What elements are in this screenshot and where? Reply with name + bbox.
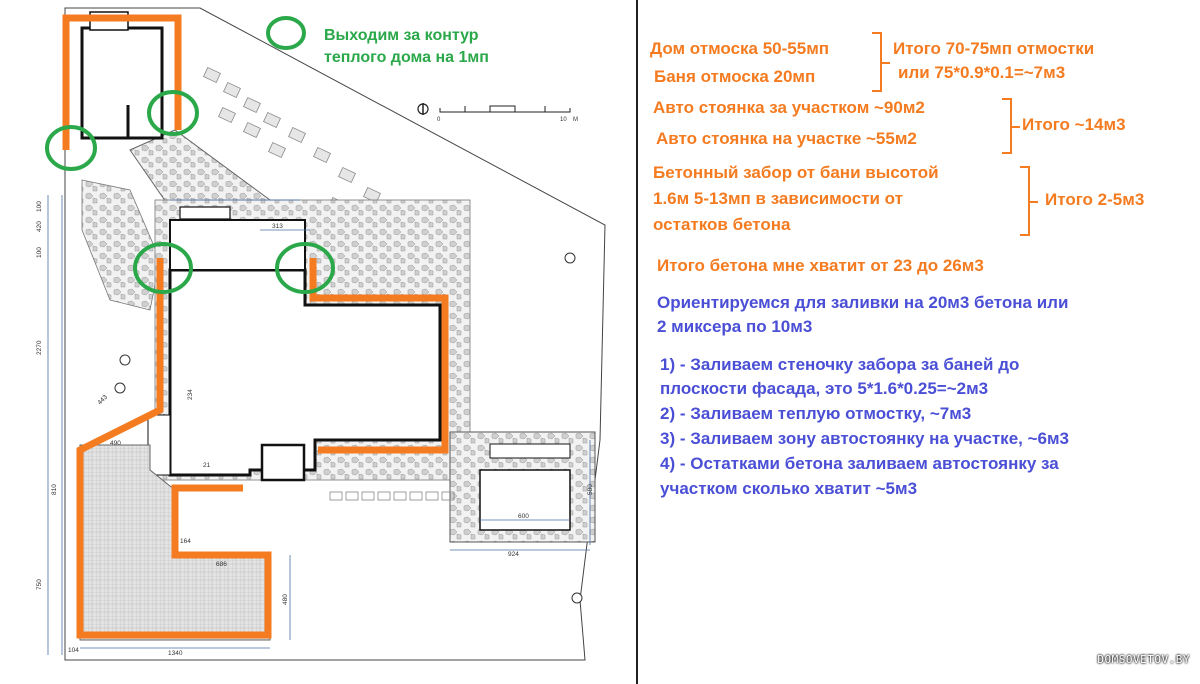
watermark: DOMSOVETOV.BY: [1097, 653, 1190, 666]
note-plan-2: 2 миксера по 10м3: [657, 317, 813, 336]
house-stairs: [147, 414, 171, 476]
dim-1340: 1340: [168, 650, 183, 657]
scale-bar: 0 10 M: [417, 103, 578, 123]
dim-443: 443: [96, 394, 109, 407]
annex-feature: [489, 443, 571, 459]
scale-end: 10: [560, 117, 567, 123]
note-house-blind-area: Дом отмоска 50-55мп: [650, 39, 830, 58]
dimension-texts: 100 420 100 2270 443 490 810 750 164 134…: [36, 201, 594, 657]
brace-blind: [872, 32, 890, 92]
green-markers: [45, 16, 335, 294]
note-fence-1: Бетонный забор от бани высотой: [653, 163, 939, 182]
blind-area-bath: [62, 14, 182, 150]
dashed-pavers: [329, 491, 455, 501]
dim-420: 420: [36, 221, 43, 232]
dim-580: 580: [587, 484, 594, 495]
note-parking-total: Итого ~14м3: [1022, 115, 1126, 134]
note-concrete-total: Итого бетона мне хватит от 23 до 26м3: [657, 256, 984, 275]
note-step2: 2) - Заливаем теплую отмостку, ~7м3: [660, 404, 972, 423]
note-step1-a: 1) - Заливаем стеночку забора за баней д…: [660, 355, 1020, 374]
legend-green-circle: [266, 16, 306, 50]
brace-parking: [1002, 98, 1020, 154]
site-markers: [114, 252, 583, 604]
dim-21: 21: [203, 462, 211, 469]
scale-unit: M: [573, 117, 578, 123]
note-fence-2: 1.6м 5-13мп в зависимости от: [653, 189, 903, 208]
green-note-line2: теплого дома на 1мп: [324, 49, 489, 66]
blind-area-house: [76, 258, 272, 639]
note-fence-total: Итого 2-5м3: [1045, 190, 1145, 209]
note-blind-total-2: или 75*0.9*0.1=~7м3: [898, 63, 1066, 82]
paving-left-strip: [81, 179, 161, 311]
note-bath-blind-area: Баня отмоска 20мп: [654, 67, 816, 86]
dim-2270: 2270: [36, 340, 43, 355]
house-veranda: [169, 219, 306, 271]
dim-490: 490: [110, 440, 121, 447]
dim-600: 600: [518, 513, 529, 520]
brace-fence: [1020, 166, 1038, 236]
blind-area-house-right: [309, 258, 449, 454]
note-plan-1: Ориентируемся для заливки на 20м3 бетона…: [657, 293, 1069, 312]
house-inner-block: [260, 443, 306, 482]
dim-100-b: 100: [36, 247, 43, 258]
green-note-line1: Выходим за контур: [324, 27, 479, 44]
site-plan: 100 420 100 2270 443 490 810 750 164 134…: [36, 0, 638, 684]
note-fence-3: остатков бетона: [653, 215, 791, 234]
note-parking-inside: Авто стоянка на участке ~55м2: [656, 129, 917, 148]
bath-wall-inner: [126, 105, 162, 140]
dim-810: 810: [51, 484, 58, 495]
dim-313: 313: [272, 223, 283, 230]
note-parking-outside: Авто стоянка за участком ~90м2: [653, 98, 925, 117]
dim-686: 686: [216, 561, 227, 568]
dim-924: 924: [508, 551, 519, 558]
annex-building: [479, 469, 571, 531]
note-blind-total-1: Итого 70-75мп отмостки: [893, 39, 1095, 58]
scale-start: 0: [437, 117, 441, 123]
dim-480: 480: [282, 594, 289, 605]
note-step3: 3) - Заливаем зону автостоянку на участк…: [660, 429, 1070, 448]
note-step1-b: плоскости фасада, это 5*1.6*0.25=~2м3: [660, 379, 989, 398]
dim-104: 104: [68, 647, 79, 654]
note-step4-b: участком сколько хватит ~5м3: [660, 479, 918, 498]
note-step4-a: 4) - Остатками бетона заливаем автостоян…: [660, 454, 1059, 473]
dim-750: 750: [36, 579, 43, 590]
entry-steps: [179, 206, 231, 220]
dimension-lines: [47, 195, 591, 655]
dim-164: 164: [180, 538, 191, 545]
dim-234: 234: [187, 389, 194, 400]
dim-100-a: 100: [36, 201, 43, 212]
